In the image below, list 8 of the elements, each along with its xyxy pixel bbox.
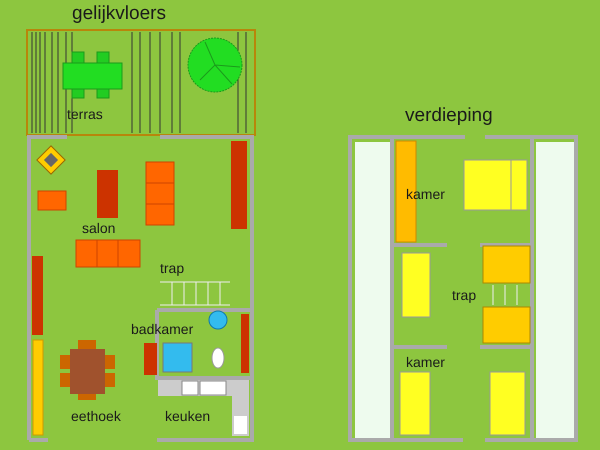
room-label: keuken [165,409,210,423]
floor-title: verdieping [405,106,493,125]
room-label: eethoek [71,409,121,423]
room-label: trap [160,261,184,275]
room-label: trap [452,288,476,302]
room-label: kamer [406,355,445,369]
floor-title: gelijkvloers [72,4,166,23]
room-label: salon [82,221,116,235]
